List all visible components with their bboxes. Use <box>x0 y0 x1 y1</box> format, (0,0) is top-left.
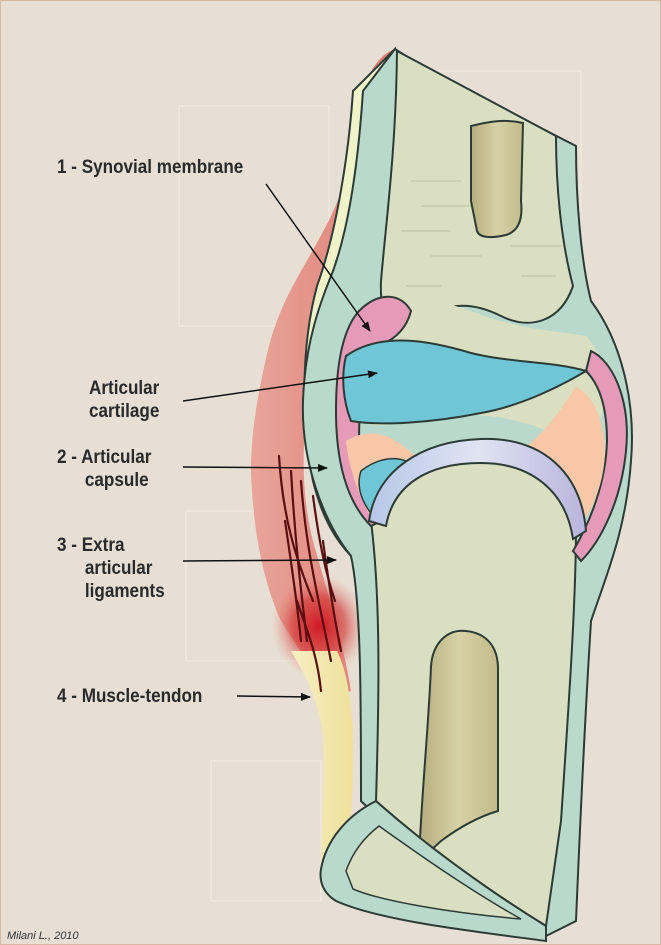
label-muscle-tendon: 4 - Muscle-tendon <box>57 685 202 708</box>
label-articular-capsule: 2 - Articular capsule <box>57 446 151 492</box>
label-synovial-membrane: 1 - Synovial membrane <box>57 156 243 179</box>
capsule-pointer <box>183 467 327 468</box>
label-line: ligaments <box>57 580 165 603</box>
label-line: 3 - Extra <box>57 534 165 557</box>
label-extra-articular-ligaments: 3 - Extra articular ligaments <box>57 534 165 603</box>
label-line: 2 - Articular <box>57 446 151 469</box>
author-credit: Milani L., 2010 <box>7 930 79 942</box>
femur-canal <box>471 121 523 237</box>
ligaments-pointer <box>183 560 336 561</box>
label-line: Articular <box>89 377 159 400</box>
label-line: cartilage <box>89 400 159 423</box>
label-articular-cartilage: Articular cartilage <box>89 377 159 423</box>
label-line: capsule <box>57 469 151 492</box>
label-line: articular <box>57 557 165 580</box>
tendon-pointer <box>237 696 310 697</box>
